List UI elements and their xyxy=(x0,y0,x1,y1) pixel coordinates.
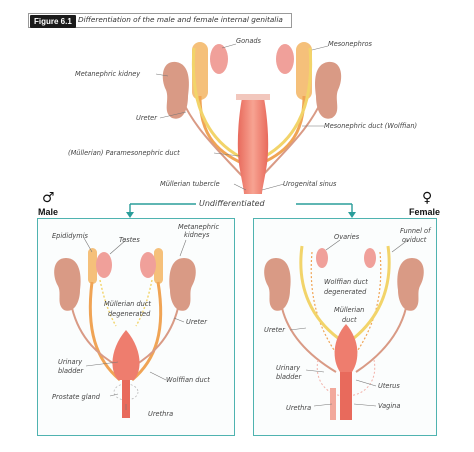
label-ureter-female: Ureter xyxy=(264,326,285,334)
female-wolffian-degenerated-left xyxy=(310,251,339,357)
male-prostate xyxy=(113,383,139,401)
male-panel xyxy=(37,218,235,436)
female-vagina xyxy=(340,372,352,420)
label-vagina: Vagina xyxy=(378,402,401,410)
male-bladder xyxy=(112,330,140,380)
male-wolffian-duct-left xyxy=(88,281,121,382)
label-bladder-female-2: bladder xyxy=(276,373,302,381)
female-symbol: ♀ xyxy=(422,190,433,206)
figure-tag: Figure 6.1 xyxy=(30,15,76,28)
label-wolffian-duct: Wolffian duct xyxy=(166,376,210,384)
male-mullerian-degenerated-left xyxy=(99,279,117,327)
label-mesonephric: Mesonephric duct (Wolffian) xyxy=(324,122,418,130)
label-undifferentiated: Undifferentiated xyxy=(199,199,265,208)
male-testis-right xyxy=(140,252,156,278)
label-urethra-male: Urethra xyxy=(148,410,174,418)
female-uterus xyxy=(334,324,358,372)
label-ureter-male: Ureter xyxy=(186,318,207,326)
undiff-urogenital-sinus xyxy=(237,98,269,194)
male-heading: Male xyxy=(38,207,59,217)
label-metanephric-kidneys-2: kidneys xyxy=(184,231,210,239)
label-mullerian-degenerated-1: Müllerian duct xyxy=(104,300,152,308)
female-ureter-left xyxy=(281,307,337,373)
label-wolffian-degenerated-2: degenerated xyxy=(324,288,367,296)
label-prostate-gland: Prostate gland xyxy=(52,393,100,401)
female-kidney-left xyxy=(264,258,291,311)
figure-title: Differentiation of the male and female i… xyxy=(78,15,283,24)
female-ureter-right xyxy=(355,307,407,373)
label-bladder-male-2: bladder xyxy=(58,367,84,375)
figure-title-frame xyxy=(28,13,292,28)
label-ureter-undiff: Ureter xyxy=(136,114,157,122)
label-metanephric-kidney: Metanephric kidney xyxy=(75,70,141,78)
label-wolffian-degenerated-1: Wolffian duct xyxy=(324,278,368,286)
male-wolffian-duct-right xyxy=(131,281,163,382)
female-oviduct-left xyxy=(299,245,339,340)
undiff-ureter-right xyxy=(261,99,323,177)
undiff-ureter-left xyxy=(181,99,243,177)
male-symbol: ♂ xyxy=(42,190,55,206)
male-kidney-right xyxy=(169,258,196,311)
female-oviduct-right xyxy=(353,245,391,340)
male-mullerian-degenerated-right xyxy=(135,279,153,327)
undiff-paramesonephric-left xyxy=(191,47,247,162)
label-bladder-female-1: Urinary xyxy=(276,364,301,372)
female-urethra xyxy=(330,388,336,420)
label-mullerian-2: duct xyxy=(342,316,357,324)
female-heading: Female xyxy=(409,207,441,217)
label-mesonephros: Mesonephros xyxy=(328,40,372,48)
undiff-paramesonephric-right xyxy=(257,47,313,162)
label-bladder-male-1: Urinary xyxy=(58,358,83,366)
male-testis-left xyxy=(96,252,112,278)
label-gonads: Gonads xyxy=(236,37,261,45)
label-paramesonephric: (Müllerian) Paramesonephric duct xyxy=(68,149,180,157)
undiff-kidney-left xyxy=(162,61,189,119)
male-epididymis-right xyxy=(154,248,163,284)
label-epididymis: Epididymis xyxy=(52,232,88,240)
label-urogenital-sinus: Urogenital sinus xyxy=(283,180,337,188)
label-ovaries: Ovaries xyxy=(334,233,360,241)
male-urethra xyxy=(122,380,130,418)
label-testes: Testes xyxy=(119,236,140,244)
female-wolffian-degenerated-right xyxy=(353,251,382,357)
undiff-gonad-left xyxy=(210,44,228,74)
label-uterus: Uterus xyxy=(378,382,400,390)
label-mullerian-tubercle: Müllerian tubercle xyxy=(160,180,220,188)
female-kidney-right xyxy=(397,258,424,311)
undiff-kidney-right xyxy=(315,61,342,119)
male-epididymis-left xyxy=(88,248,97,284)
label-funnel-1: Funnel of xyxy=(400,227,431,235)
female-ovary-right xyxy=(364,248,376,268)
female-ovary-left xyxy=(316,248,328,268)
label-metanephric-kidneys-1: Metanephric xyxy=(178,223,220,231)
undiff-gonad-right xyxy=(276,44,294,74)
label-urethra-female: Urethra xyxy=(286,404,312,412)
label-funnel-2: oviduct xyxy=(402,236,427,244)
male-kidney-left xyxy=(54,258,81,311)
label-mullerian-degenerated-2: degenerated xyxy=(108,310,151,318)
label-mullerian-1: Müllerian xyxy=(334,306,365,314)
